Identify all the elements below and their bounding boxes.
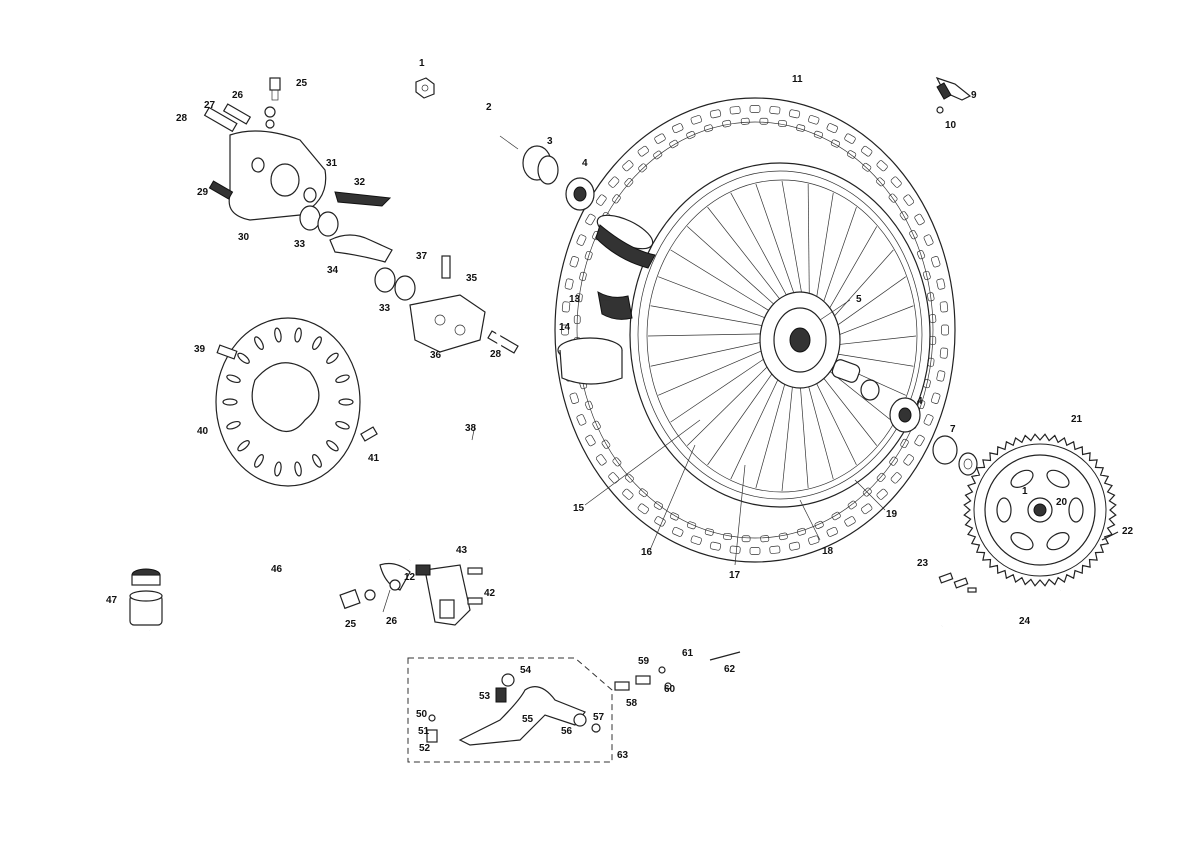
callout-18: 18 (822, 546, 834, 557)
callout-1b: 1 (1022, 486, 1028, 497)
callout-34: 34 (327, 265, 339, 276)
reservoir-hose (148, 528, 401, 712)
callout-41: 41 (368, 453, 380, 464)
callout-59: 59 (638, 656, 650, 667)
chain-master-link (938, 572, 977, 593)
callout-13: 13 (569, 294, 581, 305)
rim-tape (595, 214, 656, 320)
callout-35: 35 (466, 273, 478, 284)
hose-banjo (339, 562, 411, 610)
wheel-rim (629, 162, 931, 508)
callout-9: 9 (971, 90, 977, 101)
callout-63: 63 (617, 750, 629, 761)
brake-disc (215, 317, 361, 487)
callout-33: 33 (294, 239, 306, 250)
callout-43: 43 (456, 545, 468, 556)
callout-5: 5 (856, 294, 862, 305)
brake-pads (299, 191, 393, 263)
callout-38: 38 (465, 423, 477, 434)
wheel-bearing-right (889, 397, 921, 433)
caliper-body (409, 255, 486, 353)
callout-23: 23 (917, 558, 929, 569)
callout-40: 40 (197, 426, 209, 437)
brake-pedal (426, 673, 601, 746)
fluid-reservoir (129, 590, 163, 626)
axle (437, 91, 519, 150)
callout-53: 53 (479, 691, 491, 702)
callout-2: 2 (486, 102, 492, 113)
callout-36: 36 (430, 350, 442, 361)
callout-47: 47 (106, 595, 118, 606)
callout-56: 56 (561, 726, 573, 737)
callout-54: 54 (520, 665, 532, 676)
callout-26b: 26 (386, 616, 398, 627)
caliper-pistons (374, 267, 416, 301)
callout-25: 25 (296, 78, 308, 89)
brake-pedal-group-box (407, 657, 613, 763)
callout-20: 20 (1056, 497, 1068, 508)
callout-57: 57 (593, 712, 605, 723)
callout-labels: 1 2 3 4 11 9 10 25 27 26 28 31 32 29 30 … (106, 58, 1134, 761)
callout-14: 14 (559, 322, 571, 333)
callout-27: 27 (204, 100, 216, 111)
rear-sprocket (963, 433, 1117, 587)
master-cylinder (415, 564, 483, 626)
callout-62: 62 (724, 664, 736, 675)
valve-cap (935, 76, 972, 114)
callout-17: 17 (729, 570, 741, 581)
callout-29: 29 (197, 187, 209, 198)
wheel-hub (759, 291, 880, 401)
callout-60: 60 (664, 684, 676, 695)
callout-32: 32 (354, 177, 366, 188)
bleed-screw (264, 77, 281, 129)
brake-hose (274, 110, 502, 562)
callout-28: 28 (176, 113, 188, 124)
callout-37: 37 (416, 251, 428, 262)
wheel-bearing-left (565, 177, 595, 211)
callout-3: 3 (547, 136, 553, 147)
callout-4: 4 (582, 158, 588, 169)
callout-31: 31 (326, 158, 338, 169)
callout-26: 26 (232, 90, 244, 101)
callout-16: 16 (641, 547, 653, 558)
callout-11: 11 (792, 74, 803, 85)
callout-19: 19 (886, 509, 898, 520)
callout-12: 12 (404, 572, 416, 583)
leader-lines (382, 299, 886, 613)
sprocket-bolt (1101, 531, 1119, 541)
callout-42: 42 (484, 588, 496, 599)
reservoir-cap (131, 568, 161, 586)
callout-52: 52 (419, 743, 431, 754)
callout-4b: 4 (917, 396, 923, 407)
callout-46: 46 (271, 564, 283, 575)
callout-33b: 33 (379, 303, 391, 314)
drive-chain (941, 589, 1061, 627)
callout-1: 1 (419, 58, 425, 69)
callout-30: 30 (238, 232, 250, 243)
brake-caliper-bracket (228, 130, 327, 221)
callout-50: 50 (416, 709, 428, 720)
callout-28b: 28 (490, 349, 502, 360)
rear-tyre (554, 97, 956, 563)
sprocket-spacer (932, 435, 978, 476)
pedal-linkage (614, 651, 741, 691)
callout-51: 51 (418, 726, 430, 737)
inner-tube (557, 337, 623, 385)
callout-10: 10 (945, 120, 957, 131)
callout-58: 58 (626, 698, 638, 709)
disc-bolt (216, 344, 378, 442)
callout-61: 61 (682, 648, 694, 659)
callout-39: 39 (194, 344, 206, 355)
spacer (522, 145, 559, 185)
callout-15: 15 (573, 503, 585, 514)
callout-25b: 25 (345, 619, 357, 630)
axle-nut (415, 77, 435, 99)
wheel-spokes (647, 180, 917, 492)
callout-24: 24 (1019, 616, 1031, 627)
callout-22: 22 (1122, 526, 1134, 537)
callout-21: 21 (1071, 414, 1083, 425)
callout-55: 55 (522, 714, 534, 725)
callout-7: 7 (950, 424, 956, 435)
